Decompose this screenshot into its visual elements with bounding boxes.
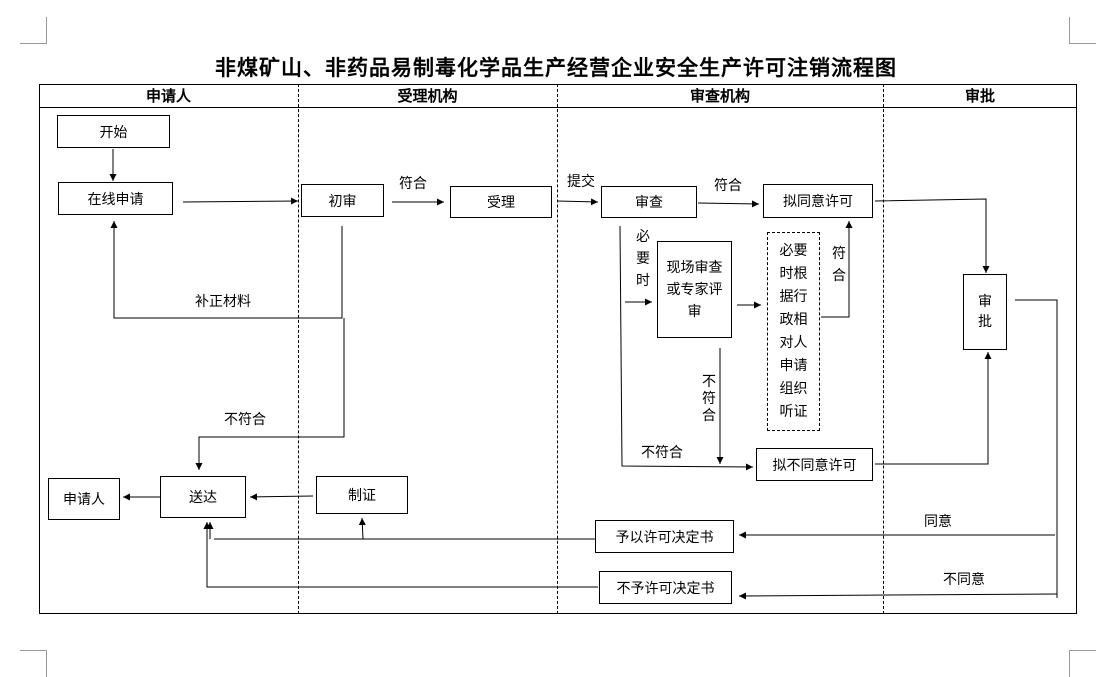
corner-mark-top-left [20, 17, 47, 44]
label-conform-3: 符 合 [830, 243, 848, 287]
start-node: 开始 [57, 115, 170, 148]
page-title: 非煤矿山、非药品易制毒化学品生产经营企业安全生产许可注销流程图 [215, 55, 897, 80]
arrow-accept-to-review [556, 198, 599, 206]
label-agree: 同意 [924, 514, 952, 530]
grant-decision-node: 予以许可决定书 [595, 520, 734, 553]
header-divider [39, 107, 1077, 108]
accept-node: 受理 [450, 186, 552, 218]
applicant-node: 申请人 [48, 478, 120, 520]
lane-divider-3 [883, 84, 884, 614]
label-necessary: 必 要 时 [634, 226, 652, 292]
hearing-line: 对人 [779, 334, 808, 351]
corner-mark-bottom-right [1069, 650, 1096, 677]
arrow-deny-to-deliver [203, 522, 598, 588]
label-not-conform-2-char: 符 [702, 391, 716, 407]
label-conform-3-char: 合 [832, 268, 846, 284]
label-not-conform-2: 不 符 合 [700, 374, 718, 425]
arrow-disagree-to-deny [738, 592, 1058, 600]
hearing-line: 听证 [779, 403, 808, 420]
lane-header-approval: 审批 [964, 87, 995, 105]
deliver-node: 送达 [160, 476, 246, 518]
propose-reject-node: 拟不同意许可 [756, 448, 873, 481]
label-necessary-char: 必 [636, 229, 650, 245]
label-not-conform-2-char: 合 [702, 408, 716, 424]
lane-header-review: 审查机构 [689, 87, 750, 105]
arrow-make-cert-to-deliver [249, 493, 314, 501]
label-conform-2: 符合 [714, 178, 742, 194]
arrow-online-apply-to-prelim [182, 197, 299, 205]
label-conform-3-char: 符 [832, 246, 846, 262]
flowchart-frame [39, 84, 1077, 614]
onsite-review-text: 现场审查或专家评审 [666, 259, 723, 320]
corner-mark-top-right [1069, 17, 1096, 44]
hearing-line: 政相 [779, 311, 808, 328]
label-not-conform-1: 不符合 [224, 412, 266, 428]
label-disagree: 不同意 [943, 572, 985, 588]
hearing-line: 必要 [779, 242, 808, 259]
lane-header-applicant: 申请人 [145, 87, 191, 105]
label-conform-1: 符合 [399, 176, 427, 192]
label-supplement: 补正材料 [195, 294, 251, 310]
label-necessary-char: 要 [636, 251, 650, 267]
deny-decision-node: 不予许可决定书 [599, 571, 732, 604]
review-node: 审查 [601, 186, 697, 218]
approval-node: 审批 [963, 274, 1007, 350]
lane-divider-1 [298, 84, 299, 614]
arrow-grant-to-make-cert [358, 517, 366, 540]
onsite-review-node: 现场审查或专家评审 [657, 241, 732, 338]
corner-mark-bottom-left [20, 650, 47, 677]
label-not-conform-2-char: 不 [702, 374, 716, 390]
arrow-supplement-materials [110, 221, 343, 319]
arrow-reject-to-approval [875, 352, 992, 465]
arrow-hearing-conform-to-approve [821, 221, 853, 318]
label-not-conform-3: 不符合 [641, 445, 683, 461]
hearing-line: 申请 [779, 357, 808, 374]
make-cert-node: 制证 [316, 476, 408, 514]
approval-text: 审批 [978, 294, 992, 330]
arrow-not-conform-to-deliver [195, 318, 345, 470]
prelim-review-node: 初审 [301, 184, 384, 217]
lane-divider-2 [557, 84, 558, 614]
online-apply-node: 在线申请 [58, 182, 173, 215]
hearing-line: 时根 [779, 265, 808, 282]
arrow-review-to-propose-reject [619, 225, 754, 471]
arrow-approve-to-approval [874, 198, 990, 273]
lane-header-acceptance: 受理机构 [397, 87, 458, 105]
label-submit: 提交 [567, 174, 595, 190]
hearing-node: 必要 时根 据行 政相 对人 申请 组织 听证 [767, 232, 820, 431]
label-necessary-char: 时 [636, 273, 650, 289]
hearing-line: 组织 [779, 380, 808, 397]
arrow-review-to-propose-approve [697, 200, 760, 208]
arrow-approval-outline [1015, 299, 1058, 598]
hearing-line: 据行 [779, 288, 808, 305]
propose-approve-node: 拟同意许可 [763, 184, 873, 218]
